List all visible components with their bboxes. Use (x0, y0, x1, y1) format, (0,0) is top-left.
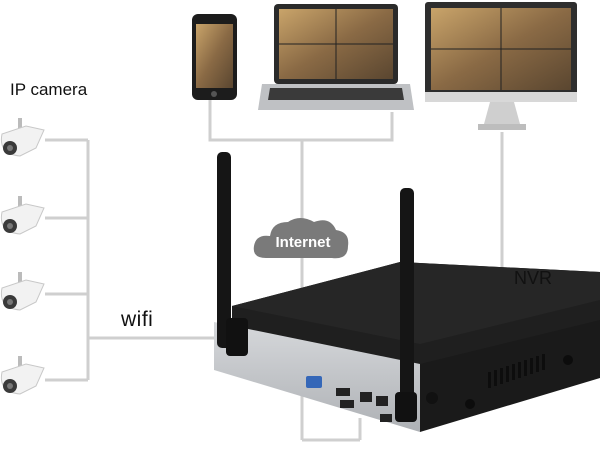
antenna-left (217, 152, 248, 356)
phone-icon (192, 14, 237, 100)
camera-wiring (45, 138, 214, 382)
laptop-icon (258, 4, 414, 110)
ip-camera-label: IP camera (10, 80, 88, 99)
ip-camera-1 (0, 118, 45, 157)
ip-camera-4 (0, 356, 45, 395)
nvr-box (214, 262, 600, 432)
antenna-right (395, 188, 417, 422)
nvr-label: NVR (514, 268, 553, 288)
wifi-label: wifi (121, 308, 154, 331)
ip-camera-3 (0, 272, 45, 311)
internet-cloud-icon (253, 218, 349, 259)
ip-camera-2 (0, 196, 45, 235)
monitor-icon (425, 2, 577, 130)
internet-label: Internet (275, 234, 331, 251)
